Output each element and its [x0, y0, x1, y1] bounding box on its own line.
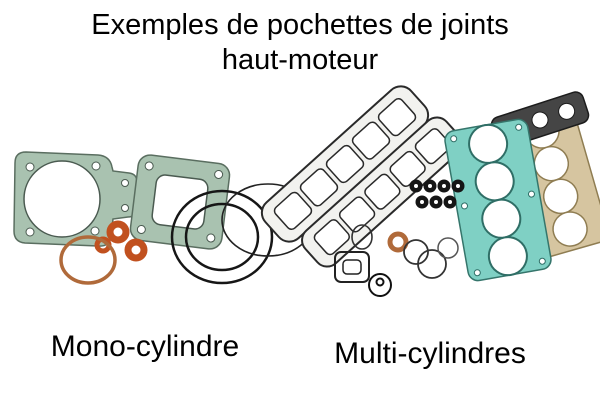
cylinder-bore-hole — [23, 160, 101, 238]
bronze-ring-gasket — [59, 235, 117, 285]
grommet-hole — [448, 200, 452, 204]
grommet-hole — [434, 200, 438, 204]
cover-cutout — [377, 98, 417, 137]
small-gaskets-and-orings — [334, 224, 459, 297]
figure-title-line1: Exemples de pochettes de joints — [91, 9, 509, 41]
bolt-hole — [527, 190, 535, 198]
mono-cylinder-kit — [13, 151, 315, 285]
bolt-hole — [206, 233, 216, 243]
bore-hole — [531, 111, 549, 129]
bolt-hole — [91, 161, 101, 171]
round-exhaust-gaskets — [170, 183, 315, 285]
small-ring — [351, 224, 373, 250]
bolt-hole — [136, 224, 146, 234]
bolt-hole — [214, 170, 224, 180]
grommet-hole — [442, 184, 446, 188]
bolt-hole — [144, 161, 154, 171]
oring — [106, 220, 130, 244]
cover-cutout — [414, 128, 452, 165]
bolt-hole — [25, 162, 35, 172]
ring-gasket-outer — [170, 189, 274, 285]
caption-mono-cylindre: Mono-cylindre — [50, 330, 240, 363]
grommet-hole — [420, 200, 424, 204]
mono-head-gasket — [13, 151, 138, 247]
oring — [124, 238, 148, 262]
mono-base-gasket — [129, 154, 231, 250]
valve-cover-gasket — [260, 85, 430, 243]
bore-hole — [487, 236, 528, 277]
multi-cylinder-kit — [260, 85, 600, 297]
grommet-hole — [456, 184, 460, 188]
grommet-hole — [428, 184, 432, 188]
ring-gasket-inner — [184, 202, 260, 272]
bolt-hole — [461, 202, 469, 210]
cover-cutout — [351, 121, 391, 160]
small-ring — [403, 239, 429, 265]
small-ring — [437, 237, 459, 259]
multi-head-gasket — [444, 118, 552, 282]
small-ring — [417, 249, 447, 279]
rubber-grommets — [409, 179, 465, 209]
valve-cover-gasket — [301, 116, 463, 268]
base-gasket-opening — [151, 174, 209, 230]
bore-hole — [552, 211, 588, 247]
grommet-hole — [414, 184, 418, 188]
gasket-kits-photo — [13, 85, 600, 297]
caption-multi-cylindres: Multi-cylindres — [334, 337, 526, 370]
cover-cutout — [325, 144, 365, 184]
bolt-hole — [450, 135, 458, 143]
bolt-hole — [90, 226, 100, 236]
cover-cutout — [313, 219, 351, 256]
bolt-hole — [25, 227, 35, 237]
bolt-hole — [538, 257, 546, 265]
figure-title-line2: haut-moteur — [221, 44, 379, 77]
washer-hole — [375, 277, 385, 287]
oring-small — [387, 231, 409, 253]
bolt-hole — [515, 123, 523, 131]
square-gasket-inner — [342, 259, 362, 275]
cover-cutout — [273, 191, 313, 230]
bore-hole — [558, 102, 576, 120]
square-gasket-outer — [334, 251, 370, 283]
bolt-hole — [473, 269, 481, 277]
cover-cutout — [364, 173, 401, 210]
bolt-hole — [121, 204, 129, 212]
cover-cutout — [389, 150, 426, 187]
square-gasket — [334, 251, 370, 283]
figure-title: Exemples de pochettes de joints haut-mot… — [0, 8, 600, 79]
bolt-hole — [121, 179, 129, 187]
cover-cutout — [299, 168, 339, 207]
washer-with-hole — [368, 273, 392, 297]
cover-cutout — [338, 196, 376, 233]
